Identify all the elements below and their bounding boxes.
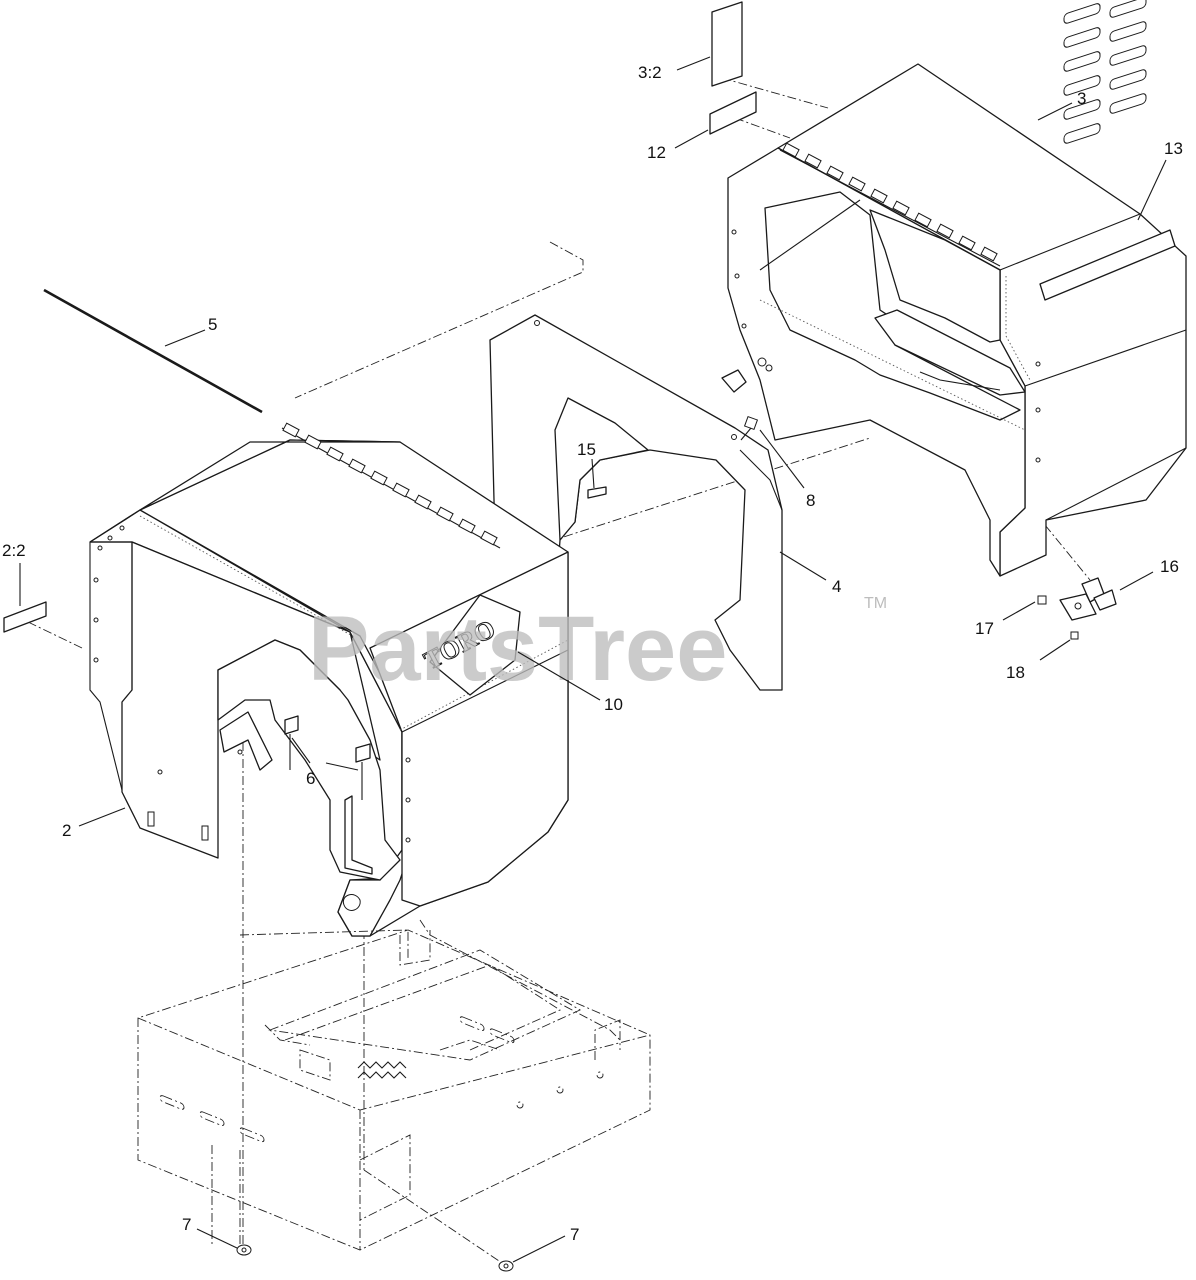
callout-3: 3 <box>1077 89 1086 108</box>
washer-part-18 <box>1070 631 1079 640</box>
callout-3-2: 3:2 <box>638 63 662 82</box>
callout-10: 10 <box>604 695 623 714</box>
callout-15: 15 <box>577 440 596 459</box>
pin-part-15 <box>587 486 607 499</box>
callout-labels: 3:2 12 3 13 5 15 8 4 16 17 18 2:2 10 6 2… <box>2 63 1183 1244</box>
toro-logo-part-10 <box>429 594 521 696</box>
callout-7-right: 7 <box>570 1225 579 1244</box>
callout-8: 8 <box>806 491 815 510</box>
callout-17: 17 <box>975 619 994 638</box>
nuts-part-7 <box>236 1244 514 1272</box>
callout-6: 6 <box>306 769 315 788</box>
spring <box>357 1061 407 1079</box>
screw-part-8 <box>740 415 759 441</box>
callout-2: 2 <box>62 821 71 840</box>
bolts-part-6 <box>284 715 371 800</box>
screw-part-17 <box>1037 595 1047 605</box>
decal-part-13 <box>1039 229 1176 301</box>
vent-slots <box>1063 0 1147 144</box>
callout-12: 12 <box>647 143 666 162</box>
callout-2-2: 2:2 <box>2 541 26 560</box>
decal-2-2 <box>3 601 47 633</box>
callout-18: 18 <box>1006 663 1025 682</box>
front-cover-part-2: TORO <box>89 422 569 937</box>
callout-7-left: 7 <box>182 1215 191 1234</box>
latch-part-16 <box>1059 577 1117 621</box>
callout-4: 4 <box>832 577 841 596</box>
callout-leaders <box>19 56 1167 1263</box>
base-frame <box>137 919 651 1251</box>
callout-16: 16 <box>1160 557 1179 576</box>
callout-5: 5 <box>208 315 217 334</box>
rear-cover-part-3 <box>721 0 1187 577</box>
seal-part-4 <box>489 314 783 691</box>
watermark-tm: TM <box>864 595 887 612</box>
decal-part-12 <box>709 91 757 135</box>
callout-13: 13 <box>1164 139 1183 158</box>
hinge-rod-part-5 <box>43 288 263 414</box>
rear-hinge <box>779 142 1001 267</box>
decal-3-2 <box>711 1 743 87</box>
front-hinge <box>281 422 501 549</box>
latch-bracket <box>721 369 747 393</box>
alignment-lines <box>27 77 1091 1266</box>
watermark: PartsTree TM <box>308 595 887 700</box>
watermark-text: PartsTree <box>308 598 727 700</box>
